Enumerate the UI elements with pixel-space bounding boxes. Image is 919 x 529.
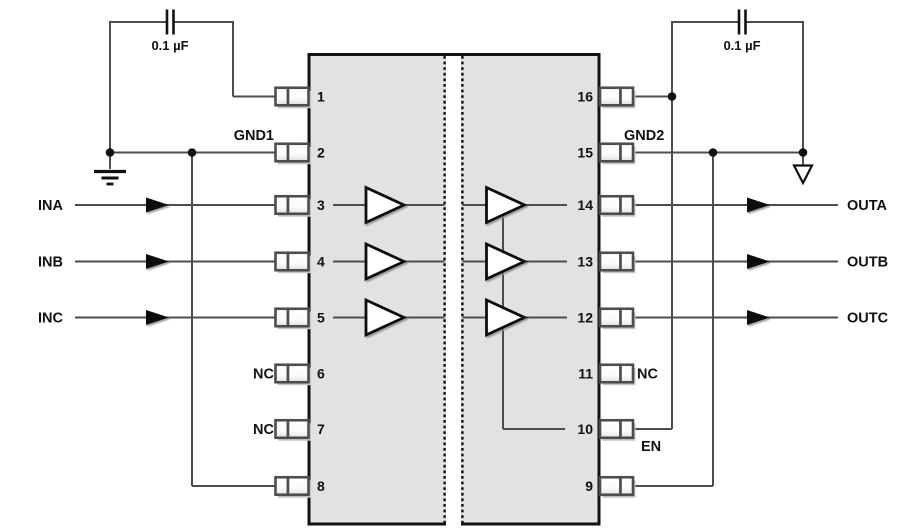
inb-label: INB xyxy=(38,255,63,271)
pin-10-number: 10 xyxy=(577,421,593,437)
cap-left-label: 0.1 µF xyxy=(151,38,188,53)
junction-dot xyxy=(105,148,115,157)
pin-5-number: 5 xyxy=(317,310,325,326)
pin-15-box xyxy=(598,142,637,166)
isolation-barrier xyxy=(446,56,461,527)
pin-6-box xyxy=(274,363,313,387)
pin-13-box xyxy=(598,251,637,275)
pin-2-box xyxy=(274,142,313,166)
pin-8-box xyxy=(274,475,313,500)
pin-15-number: 15 xyxy=(577,145,593,161)
en-label: EN xyxy=(641,439,661,455)
pin-2-number: 2 xyxy=(317,145,325,161)
outb-arrow-icon xyxy=(747,254,770,269)
pin-7-box xyxy=(274,418,313,443)
gnd1-label: GND1 xyxy=(234,128,274,144)
inner-wiring xyxy=(333,204,567,430)
signal-ground-icon xyxy=(792,164,814,186)
outa-label: OUTA xyxy=(847,198,888,214)
earth-ground-icon xyxy=(94,169,126,186)
pin-16-number: 16 xyxy=(577,89,593,105)
pin-1-number: 1 xyxy=(317,89,325,105)
left-wiring xyxy=(75,21,276,487)
ina-label: INA xyxy=(38,198,64,214)
pin-3-number: 3 xyxy=(317,197,325,213)
pin-14-box xyxy=(598,194,637,219)
inc-arrow-icon xyxy=(146,310,169,325)
inb-arrow-icon xyxy=(146,254,169,269)
pin-10-box xyxy=(598,418,637,443)
pin-6-number: 6 xyxy=(317,366,325,382)
right-wiring xyxy=(633,21,838,487)
pin-9-box xyxy=(598,475,637,500)
ina-arrow-icon xyxy=(146,197,169,213)
pin-13-number: 13 xyxy=(577,254,593,270)
outc-label: OUTC xyxy=(847,311,889,327)
outa-arrow-icon xyxy=(747,197,770,213)
pin-3-box xyxy=(274,194,313,219)
pin-12-box xyxy=(598,307,637,331)
outc-arrow-icon xyxy=(747,310,770,325)
pin-11-box xyxy=(598,363,637,387)
capacitor-left xyxy=(165,9,175,35)
outb-label: OUTB xyxy=(847,255,888,271)
junction-dot xyxy=(708,148,718,157)
pin-8-number: 8 xyxy=(317,478,325,494)
junction-dot xyxy=(187,148,197,157)
gnd2-label: GND2 xyxy=(624,128,664,144)
junction-dot xyxy=(667,92,677,101)
nc-label-pin11: NC xyxy=(637,367,658,383)
cap-right-label: 0.1 µF xyxy=(723,38,760,53)
nc-label-pin6: NC xyxy=(253,367,274,383)
nc-label-pin7: NC xyxy=(253,422,274,438)
capacitor-right xyxy=(737,9,747,35)
pin-1-box xyxy=(274,86,313,110)
pin-5-box xyxy=(274,307,313,331)
junction-dot xyxy=(798,148,808,157)
pin-4-number: 4 xyxy=(317,254,325,270)
pin-16-box xyxy=(598,86,637,110)
pin-12-number: 12 xyxy=(577,310,593,326)
pin-4-box xyxy=(274,251,313,275)
inc-label: INC xyxy=(38,311,64,327)
pin-7-number: 7 xyxy=(317,421,325,437)
pin-11-number: 11 xyxy=(578,366,593,382)
pin-9-number: 9 xyxy=(585,478,593,494)
pin-14-number: 14 xyxy=(577,197,593,213)
